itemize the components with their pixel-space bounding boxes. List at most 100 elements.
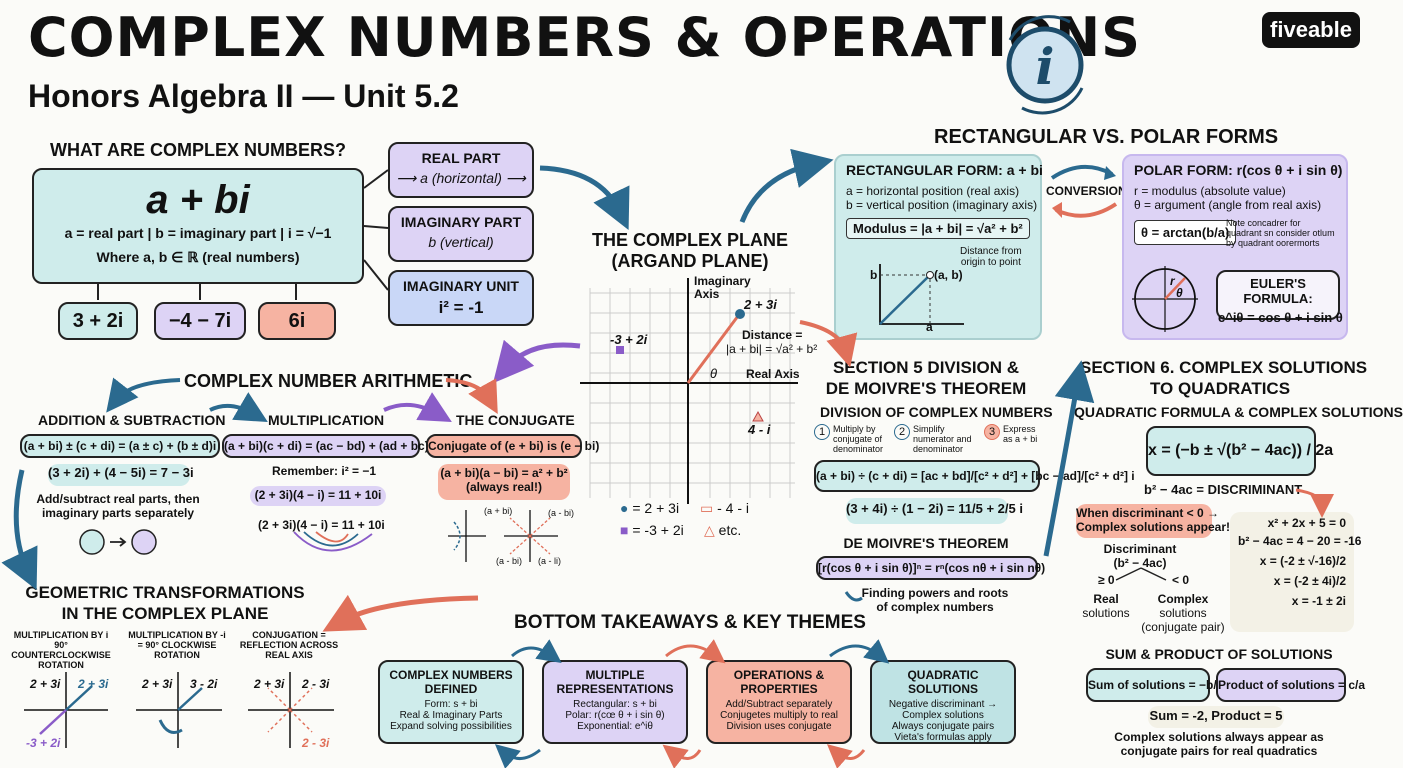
step-1-number: 1 [814,424,830,440]
conj-label-2: (a - bi) [548,508,575,518]
division-subheading: DIVISION OF COMPLEX NUMBERS [820,404,1053,420]
polar-line-2: θ = argument (angle from real axis) [1134,198,1322,212]
conjugate-note: (always real!) [465,480,543,494]
tree-lt0: < 0 [1172,573,1190,587]
geo2-label-b: 3 - 2i [190,677,218,691]
imaginary-part-title: IMAGINARY PART [400,214,522,230]
conjugate-formula: Conjugate of (e + bi) is (e − bi) [426,434,599,458]
demoivre-formula: [r(cos θ + i sin θ)]ⁿ = rⁿ(cos nθ + i si… [816,556,1045,580]
takeaway-1-line-3: Expand solving possibilities [390,721,512,732]
tree-real-2: solutions [1082,606,1130,620]
sum-product-example: Sum = -2, Product = 5 [1148,706,1284,728]
conjugate-pairs-note: Complex solutions always appear as conju… [1094,730,1344,758]
takeaway-1-line-2: Real & Imaginary Parts [399,710,503,721]
imaginary-unit-icon: i [1006,15,1084,115]
plane-legend-1: ● = 2 + 3i [620,500,680,516]
transform-3-caption: CONJUGATION = REFLECTION ACROSS REAL AXI… [236,630,342,660]
real-axis-label: Real Axis [746,367,800,381]
division-heading-2: DE MOIVRE'S THEOREM [825,379,1027,398]
takeaway-3-line-1: Add/Subtract separately [725,699,833,710]
imag-axis-label-2: Axis [694,287,720,301]
conjugate-reflection-graph [448,510,558,562]
example-line-3: x = (-2 ± √-16)/2 [1259,554,1346,568]
tree-complex-2: solutions [1159,606,1207,620]
step-3-text: Express as a + bi [1003,424,1038,444]
rectangular-title: RECTANGULAR FORM: a + bi [846,162,1043,178]
quadratic-formula: x = (−b ± √(b² − 4ac)) / 2a [1146,426,1333,476]
geo2-label-a: 2 + 3i [142,677,173,691]
quadrant-note: Note concadrer for quadrant sn consider … [1226,218,1335,248]
example-line-4: x = (-2 ± 4i)/2 [1273,574,1346,588]
transform-2-line-2: = 90° CLOCKWISE [137,640,217,650]
what-heading: WHAT ARE COMPLEX NUMBERS? [50,140,346,160]
division-example: (3 + 4i) ÷ (1 − 2i) = 11/5 + 2/5 i [846,498,1023,524]
takeaway-3-line-2: Conjugetes multiply to real [720,710,838,721]
plane-heading-2: (ARGAND PLANE) [611,251,769,271]
pairs-note-1: Complex solutions always appear as [1114,730,1324,744]
takeaway-3-line-3: Division uses conjugate [726,721,832,732]
product-formula: Product of solutions = c/a [1216,668,1365,702]
takeaway-2-line-1: Rectangular: s + bi [573,699,657,710]
takeaways-heading: BOTTOM TAKEAWAYS & KEY THEMES [514,612,866,633]
graph-a-label: a [926,320,933,334]
warning-line-1: When discriminant < 0 → [1076,506,1220,520]
takeaway-4-title: QUADRATIC SOLUTIONS [907,668,979,696]
real-part-title: REAL PART [421,150,501,166]
takeaway-card-3: OPERATIONS & PROPERTIES Add/Subtract sep… [706,660,852,744]
distance-note-2: origin to point [960,257,1021,268]
geo1-label-a: 2 + 3i [30,677,61,691]
takeaway-2-title: MULTIPLE REPRESENTATIONS [556,668,674,696]
discriminant-label: b² − 4ac = DISCRIMINANT [1144,482,1303,497]
page-subtitle: Honors Algebra II — Unit 5.2 [28,78,459,114]
plane-legend-2-text: - 4 - i [717,500,750,516]
geo1-label-b: 2 + 3i [78,677,109,691]
distance-note-1: Distance from [960,246,1022,257]
step-3-number: 3 [984,424,1000,440]
demoivre-note-2: of complex numbers [876,600,994,614]
tree-root-1: Discriminant [1103,542,1177,556]
quadrant-note-1: Note concadrer for [1226,218,1301,228]
conjugate-title: THE CONJUGATE [456,412,575,428]
distance-label-2: |a + bi| = √a² + b² [726,342,818,356]
division-heading-1: SECTION 5 DIVISION & [832,358,1020,377]
argand-plane-graph [580,278,798,504]
discriminant-tree-lines [1115,567,1167,581]
rectangular-line-2: b = vertical position (imaginary axis) [846,198,1038,212]
example-3: 6i [258,302,336,340]
rectangular-graph [879,264,964,325]
plane-legend-3: ■ = -3 + 2i [620,522,684,538]
polar-title: POLAR FORM: r(cos θ + i sin θ) [1134,162,1343,178]
transform-3-line-2: REFLECTION ACROSS [239,640,339,650]
transform-2-line-1: MULTIPLICATION BY -i [128,630,226,640]
distance-label-1: Distance = [742,328,803,342]
example-1: 3 + 2i [58,302,138,340]
addition-formula: (a + bi) ± (c + di) = (a ± c) + (b ± d)i [20,434,220,458]
plane-legend-1-text: = 2 + 3i [632,500,680,516]
quadrant-note-2: quadrant sn consider otlum [1226,228,1335,238]
tree-real: Real solutions [1076,592,1136,620]
addition-note: Add/subtract real parts, then imaginary … [28,492,208,520]
forms-heading: RECTANGULAR VS. POLAR FORMS [934,126,1279,148]
takeaway-1-line-1: Form: s + bi [424,699,478,710]
fiveable-logo[interactable]: fiveable [1262,12,1360,48]
foil-arrows [293,531,373,552]
pairs-note-2: conjugate pairs for real quadratics [1120,744,1318,758]
page-title: COMPLEX NUMBERS & OPERATIONS [28,6,1142,69]
takeaway-card-2: MULTIPLE REPRESENTATIONS Rectangular: s … [542,660,688,744]
imaginary-part-desc: b (vertical) [428,234,494,250]
imaginary-part-card: IMAGINARY PART b (vertical) [388,206,534,262]
takeaway-2-line-2: Polar: r(cœ θ + i sin θ) [565,710,665,721]
example-line-1: x² + 2x + 5 = 0 [1267,516,1346,530]
conj-label-4: (a - li) [538,556,561,566]
euler-title: EULER'S FORMULA: [1243,276,1313,306]
step-2-text: Simplify numerator and denominator [913,424,972,454]
multiplication-example-1: (2 + 3i)(4 − i) = 11 + 10i [250,486,386,506]
polar-circle-graph [1132,266,1198,332]
conjugate-product-box: (a + bi)(a − bi) = a² + b² (always real!… [438,464,570,500]
multiplication-title: MULTIPLICATION [268,412,385,428]
transform-1-caption: MULTIPLICATION BY i 90° COUNTERCLOCKWISE… [4,630,118,670]
addition-example: (3 + 2i) + (4 − 5i) = 7 − 3i [48,464,194,486]
quadratic-worked-example: x² + 2x + 5 = 0 b² − 4ac = 4 − 20 = -16 … [1230,512,1361,632]
transform-3-line-3: REAL AXIS [265,650,313,660]
